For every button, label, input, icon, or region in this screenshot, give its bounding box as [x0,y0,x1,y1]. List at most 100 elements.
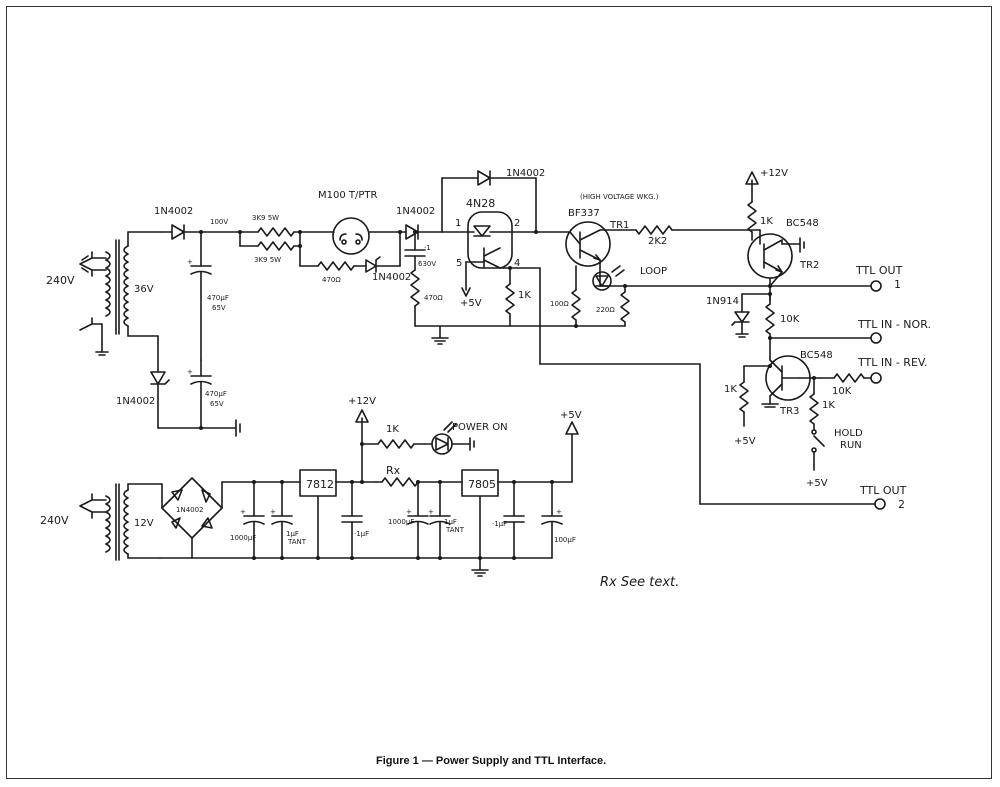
snubber: ·1 630V 470Ω [404,230,443,327]
transistor-tr2: +12V 1K BC548 TR2 [745,168,819,301]
c470a-label: 470μF [207,294,229,302]
opto-pin5: 5 [456,258,462,269]
mid-caps: + 1000μF + 1μF TANT [388,480,465,560]
diode-d3-label: 1N4002 [372,272,411,283]
opto-isolator: 1N4002 1 2 4N28 5 +5V 4 1K [414,168,876,505]
tr3-5v-label: +5V [734,436,756,447]
diode-d4-label: 1N4002 [396,206,435,217]
opto-pin4: 4 [514,258,520,269]
diode-d5-label: 1N4002 [506,168,545,179]
regulator-7805: 7805 +5V ·1μF + 100μF [461,410,582,577]
mains-label-bottom: 240V [40,514,69,527]
c1uf-a-label: 1μF [286,530,299,538]
top-rectifier: 1N4002 100V + 470μF 65V + 470μF 65V 1N40… [116,206,242,437]
figure-caption: Figure 1 — Power Supply and TTL Interfac… [376,755,606,767]
ttl-out-2-terminal [874,498,886,510]
c630-label: 630V [418,260,436,268]
rx-note: Rx See text. [600,575,679,590]
tr2-label: TR2 [799,260,819,271]
svg-text:+: + [187,368,193,376]
ttl-out-1-label: TTL OUT [855,264,903,277]
r-470b-label: 470Ω [424,294,443,302]
tr1-label: TR1 [609,220,629,231]
ttl-in-rev-terminal [870,372,882,384]
c470b-label: 470μF [205,390,227,398]
diode-d1-label: 1N4002 [154,206,193,217]
tr2-type: BC548 [786,218,819,229]
resistor-3k9-pair: 3K9 5W 3K9 5W [239,214,302,267]
ttl-out-1-terminal [870,280,882,292]
regulator-7812: 7812 ·1μF [299,469,377,560]
mains-label-top: 240V [46,274,75,287]
c470b-voltage: 65V [210,400,224,408]
bottom-transformer: 240V 12V [40,483,163,561]
diode-1n914-label: 1N914 [706,296,739,307]
transistor-tr3: BC548 TR3 1K +5V 10K 1K HOLD RUN +5V [724,350,871,489]
c01b-label: ·1μF [354,530,369,538]
hold-label: HOLD [834,428,863,439]
tr2-supply: +12V [760,168,788,179]
r-1k-tr3-label: 1K [724,384,737,395]
r-1k-hold-label: 1K [822,400,835,411]
loop-label: LOOP [640,266,667,277]
secondary-label-top: 36V [134,284,154,295]
plus5-out-label: +5V [560,410,582,421]
c-tant-b-label: TANT [445,526,465,534]
input-caps: + 1000μF + 1μF TANT [230,480,307,560]
figure-frame [6,6,992,779]
ttl-in-nor-terminal [870,332,882,344]
r-3k9a-label: 3K9 5W [252,214,279,222]
c100-label: 100μF [554,536,576,544]
tr3-type: BC548 [800,350,833,361]
c01c-label: ·1μF [492,520,507,528]
m100-label: M100 T/PTR [318,190,378,201]
r-470a-label: 470Ω [322,276,341,284]
ttl-out-1-num: 1 [894,278,901,291]
svg-text:+: + [187,258,193,266]
resistor-470-branch: 470Ω 1N4002 [299,231,411,284]
r-3k9b-label: 3K9 5W [254,256,281,264]
plus12-b-label: +12V [348,396,376,407]
svg-text:+: + [428,508,434,516]
r-10k-b-label: 10K [832,386,852,397]
c1000a-label: 1000μF [230,534,256,542]
ttl-terminals: TTL OUT 1 TTL IN - NOR. TTL IN - REV. TT… [855,264,931,511]
m100-device: M100 T/PTR [299,190,401,255]
tr1-type: BF337 [568,208,600,219]
secondary-label-bottom: 12V [134,518,154,529]
c01-label: ·1 [424,244,431,252]
c470a-voltage: 65V [212,304,226,312]
r-10k-a-label: 10K [780,314,800,325]
power-on-indicator: +12V 1K POWER ON [348,396,508,484]
svg-text:+: + [240,508,246,516]
svg-text:+: + [556,508,562,516]
r-1k-opto-label: 1K [518,290,531,301]
ttl-in-rev-label: TTL IN - REV. [857,356,928,369]
r-220-label: 220Ω [596,306,615,314]
opto-5v-label: +5V [460,298,482,309]
hv-note: (HIGH VOLTAGE WKG.) [580,193,659,201]
diode-d2-label: 1N4002 [116,396,155,407]
c-tant-a-label: TANT [287,538,307,546]
r-2k2-label: 2K2 [648,236,667,247]
reg-7812-label: 7812 [306,478,334,491]
c1000b-label: 1000μF [388,518,414,526]
reg-7805-label: 7805 [468,478,496,491]
hold-5v-label: +5V [806,478,828,489]
power-on-label: POWER ON [452,422,508,433]
r-1k-tr2-label: 1K [760,216,773,227]
diode-1n914: 1N914 10K [706,292,871,361]
opto-label: 4N28 [466,197,495,210]
r-1k-led-label: 1K [386,424,399,435]
diode-d4: 1N4002 [396,206,443,240]
ttl-out-2-num: 2 [898,498,905,511]
tr3-label: TR3 [779,406,799,417]
run-label: RUN [840,440,862,451]
top-transformer: 240V 36V [46,239,154,356]
resistor-2k2: 2K2 [635,225,761,247]
v100-label: 100V [210,218,228,226]
svg-text:+: + [270,508,276,516]
opto-pin1: 1 [455,218,461,229]
opto-pin2: 2 [514,218,520,229]
